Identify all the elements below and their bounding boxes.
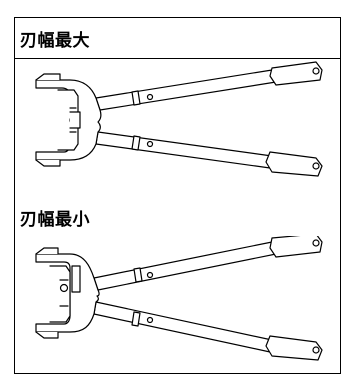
heading-max-blade-width: 刃幅最大 — [20, 31, 90, 51]
lower-handle — [95, 131, 323, 177]
cutter-head — [35, 247, 100, 339]
lower-handle — [93, 301, 323, 361]
heading-min-blade-width: 刃幅最小 — [20, 210, 90, 230]
upper-handle — [95, 61, 323, 111]
cutter-illustration-max-width — [35, 61, 323, 177]
cutter-illustration-min-width — [35, 236, 323, 361]
cutter-head — [35, 73, 102, 167]
upper-handle — [93, 236, 323, 291]
heading-divider — [14, 58, 341, 59]
